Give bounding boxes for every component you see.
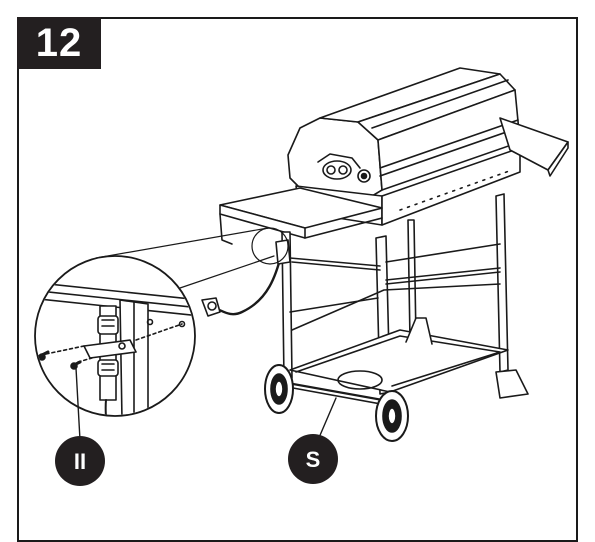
callout-hardware: II xyxy=(55,436,105,486)
cart-leader-line xyxy=(317,397,337,441)
callout-hardware-label: II xyxy=(74,449,86,474)
diagram-frame xyxy=(17,17,578,542)
grill-hood xyxy=(287,67,521,197)
magnified-detail-icon xyxy=(34,255,196,441)
callout-cart: S xyxy=(288,434,338,484)
callout-cart-label: S xyxy=(306,447,321,472)
step-number-badge: 12 xyxy=(17,17,101,69)
cart-frame xyxy=(280,193,529,407)
left-side-shelf xyxy=(219,187,383,245)
regulator-hose xyxy=(201,239,291,317)
cart-wheels xyxy=(264,364,409,442)
zoom-guide-lines xyxy=(95,227,289,289)
right-side-shelf xyxy=(499,117,569,177)
